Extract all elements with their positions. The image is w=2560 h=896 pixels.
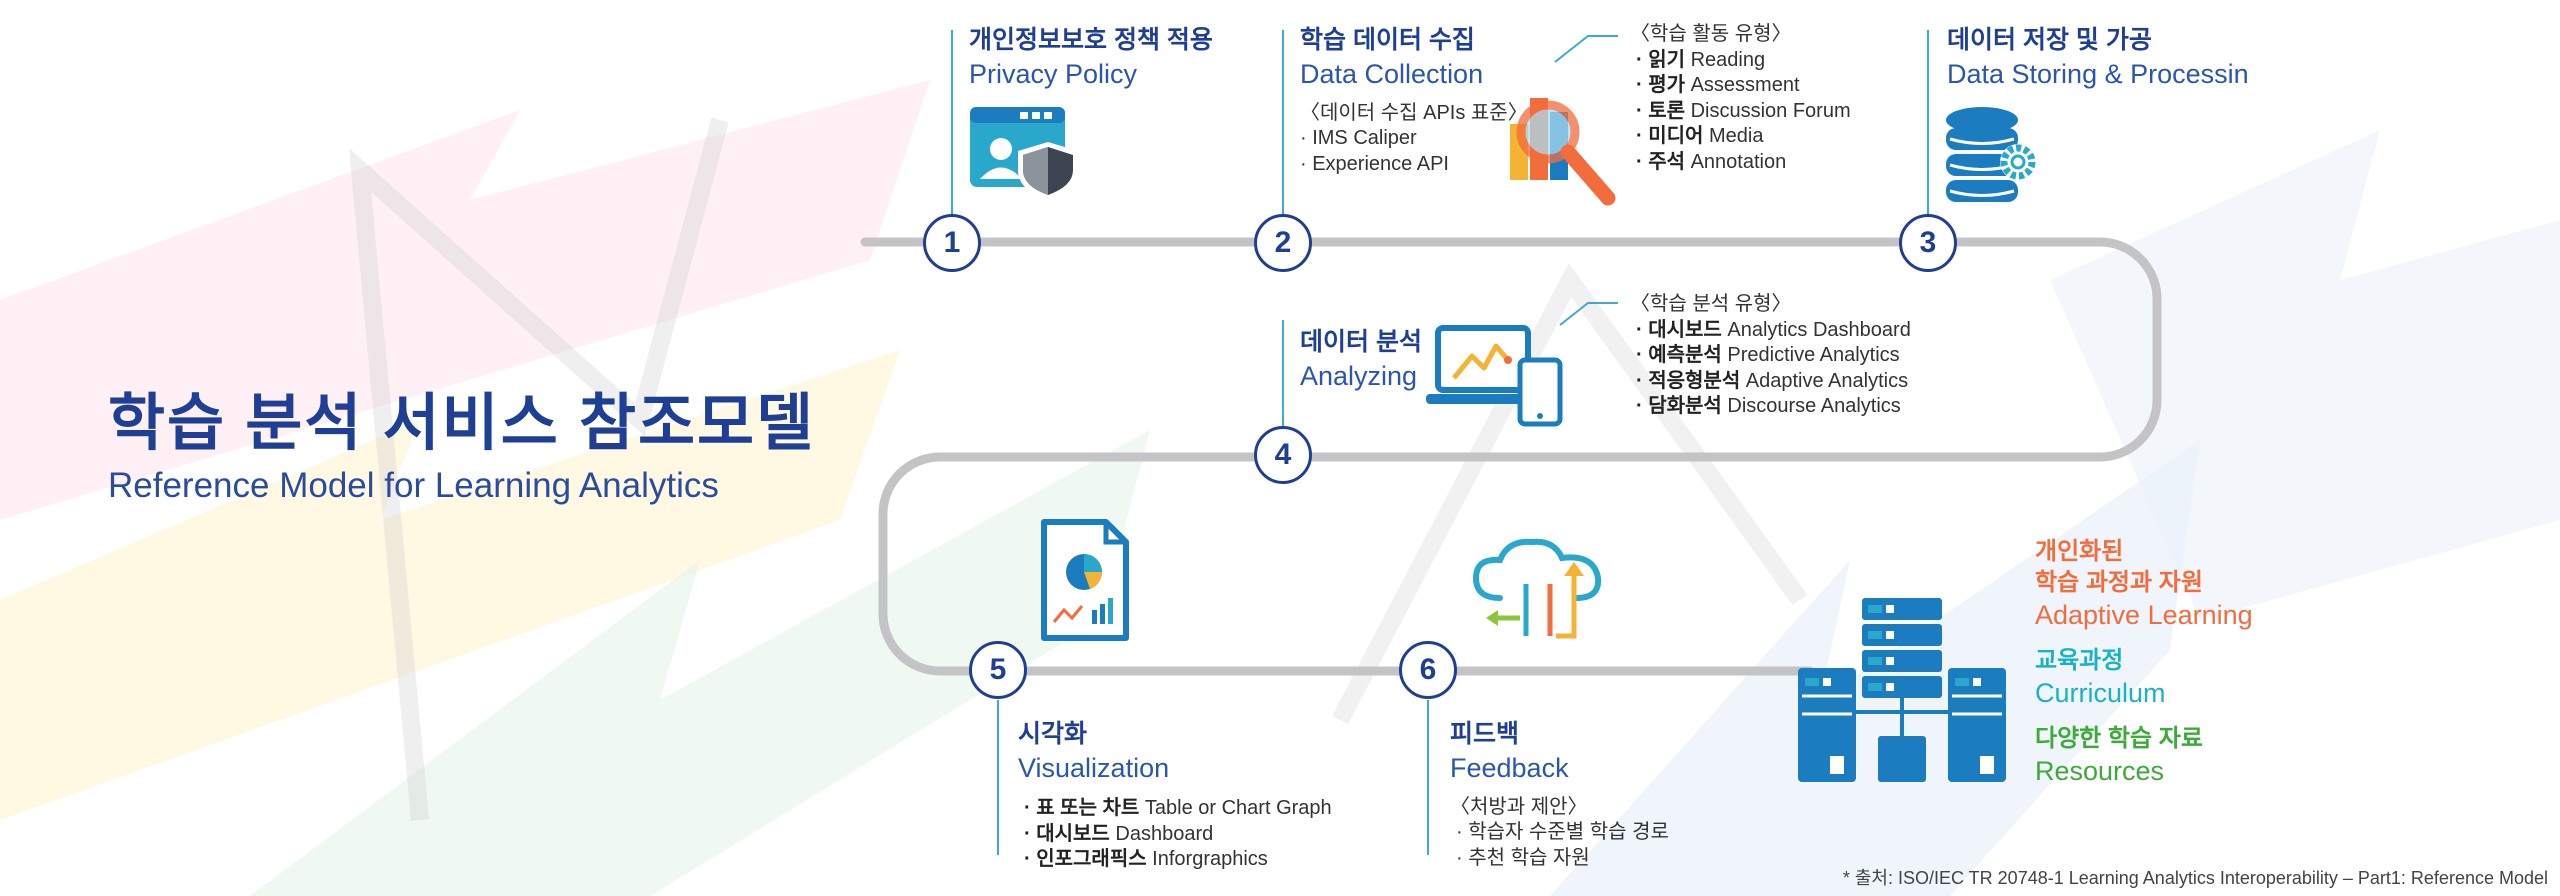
step-6-label: 피드백 Feedback 〈처방과 제안〉 · 학습자 수준별 학습 경로 · …: [1450, 718, 1669, 871]
activity-types-heading: 〈학습 활동 유형〉: [1630, 23, 1792, 45]
step-5-title-en: Visualization: [1018, 753, 1170, 783]
activity-type-item: · 읽기 Reading: [1636, 48, 1766, 71]
step-2-label: 학습 데이터 수집 Data Collection 〈데이터 수집 APIs 표…: [1300, 24, 1528, 177]
database-gear-icon: [1946, 107, 2036, 202]
activity-type-item: · 미디어 Media: [1636, 125, 1764, 147]
privacy-shield-icon: [970, 107, 1078, 200]
step-1-label: 개인정보보호 정책 적용 Privacy Policy: [969, 24, 1213, 92]
cloud-sync-icon: [1472, 538, 1602, 639]
visualization-item: · 표 또는 차트 Table or Chart Graph: [1024, 797, 1332, 819]
activity-type-item: · 평가 Assessment: [1636, 74, 1800, 96]
visualization-item: · 인포그래픽스 Inforgraphics: [1024, 848, 1268, 870]
resource-materials: 다양한 학습 자료 Resources: [2035, 723, 2203, 788]
resource-label-ko: 다양한 학습 자료: [2035, 725, 2203, 752]
report-document-icon: [1041, 519, 1129, 641]
feedback-item: · 학습자 수준별 학습 경로: [1456, 821, 1669, 843]
resource-label-ko: 개인화된: [2035, 538, 2124, 565]
step-3-number: 3: [1899, 214, 1957, 272]
analysis-type-item: · 적응형분석 Adaptive Analytics: [1636, 369, 1909, 392]
magnifier-chart-icon: [1510, 98, 1616, 206]
resource-label-ko: 교육과정: [2035, 647, 2124, 674]
apis-heading: 〈데이터 수집 APIs 표준〉: [1300, 102, 1528, 124]
resource-label-en: Curriculum: [2035, 678, 2166, 708]
feedback-heading: 〈처방과 제안〉: [1450, 796, 1588, 818]
server-rack-icon: [1798, 598, 2006, 782]
resource-adaptive-learning: 개인화된 학습 과정과 자원 Adaptive Learning: [2035, 536, 2253, 632]
analysis-types: 〈학습 분석 유형〉 · 대시보드 Analytics Dashboard · …: [1630, 292, 1911, 420]
resource-label-en: Resources: [2035, 756, 2165, 786]
step-5-title-ko: 시각화: [1018, 720, 1088, 748]
step-4-label: 데이터 분석 Analyzing: [1300, 326, 1422, 394]
step-5-label: 시각화 Visualization · 표 또는 차트 Table or Cha…: [1018, 718, 1332, 873]
step-3-title-ko: 데이터 저장 및 가공: [1947, 26, 2152, 54]
analysis-types-heading: 〈학습 분석 유형〉: [1630, 293, 1792, 315]
laptop-tablet-chart-icon: [1426, 325, 1563, 427]
api-item: · Experience API: [1300, 152, 1449, 175]
resource-curriculum: 교육과정 Curriculum: [2035, 645, 2166, 710]
step-6-title-ko: 피드백: [1450, 720, 1520, 748]
step-1-number: 1: [923, 214, 981, 272]
analysis-type-item: · 예측분석 Predictive Analytics: [1636, 344, 1900, 366]
step-4-number: 4: [1254, 426, 1312, 484]
activity-type-item: · 토론 Discussion Forum: [1636, 99, 1851, 122]
activity-type-item: · 주석 Annotation: [1636, 150, 1787, 173]
step-6-title-en: Feedback: [1450, 753, 1569, 783]
step-2-title-ko: 학습 데이터 수집: [1300, 26, 1475, 54]
api-item: · IMS Caliper: [1300, 127, 1417, 149]
page-subtitle: Reference Model for Learning Analytics: [108, 466, 719, 505]
step-4-title-en: Analyzing: [1300, 361, 1418, 391]
source-footnote: * 출처: ISO/IEC TR 20748-1 Learning Analyt…: [1842, 868, 2548, 888]
step-3-title-en: Data Storing & Processin: [1947, 59, 2249, 89]
analysis-type-item: · 대시보드 Analytics Dashboard: [1636, 318, 1911, 341]
step-1-title-ko: 개인정보보호 정책 적용: [969, 26, 1213, 54]
resource-label-ko: 학습 과정과 자원: [2035, 569, 2203, 596]
analysis-type-item: · 담화분석 Discourse Analytics: [1636, 395, 1901, 417]
step-6-number: 6: [1399, 641, 1457, 699]
activity-types: 〈학습 활동 유형〉 · 읽기 Reading · 평가 Assessment …: [1630, 22, 1851, 175]
page-title: 학습 분석 서비스 참조모델: [108, 389, 816, 458]
step-4-title-ko: 데이터 분석: [1300, 328, 1422, 356]
resource-label-en: Adaptive Learning: [2035, 600, 2253, 630]
step-3-label: 데이터 저장 및 가공 Data Storing & Processin: [1947, 24, 2249, 92]
step-5-number: 5: [969, 641, 1027, 699]
step-2-number: 2: [1254, 214, 1312, 272]
feedback-item: · 추천 학습 자원: [1456, 846, 1590, 869]
step-1-title-en: Privacy Policy: [969, 59, 1138, 89]
step-2-title-en: Data Collection: [1300, 59, 1484, 89]
visualization-item: · 대시보드 Dashboard: [1024, 822, 1214, 845]
